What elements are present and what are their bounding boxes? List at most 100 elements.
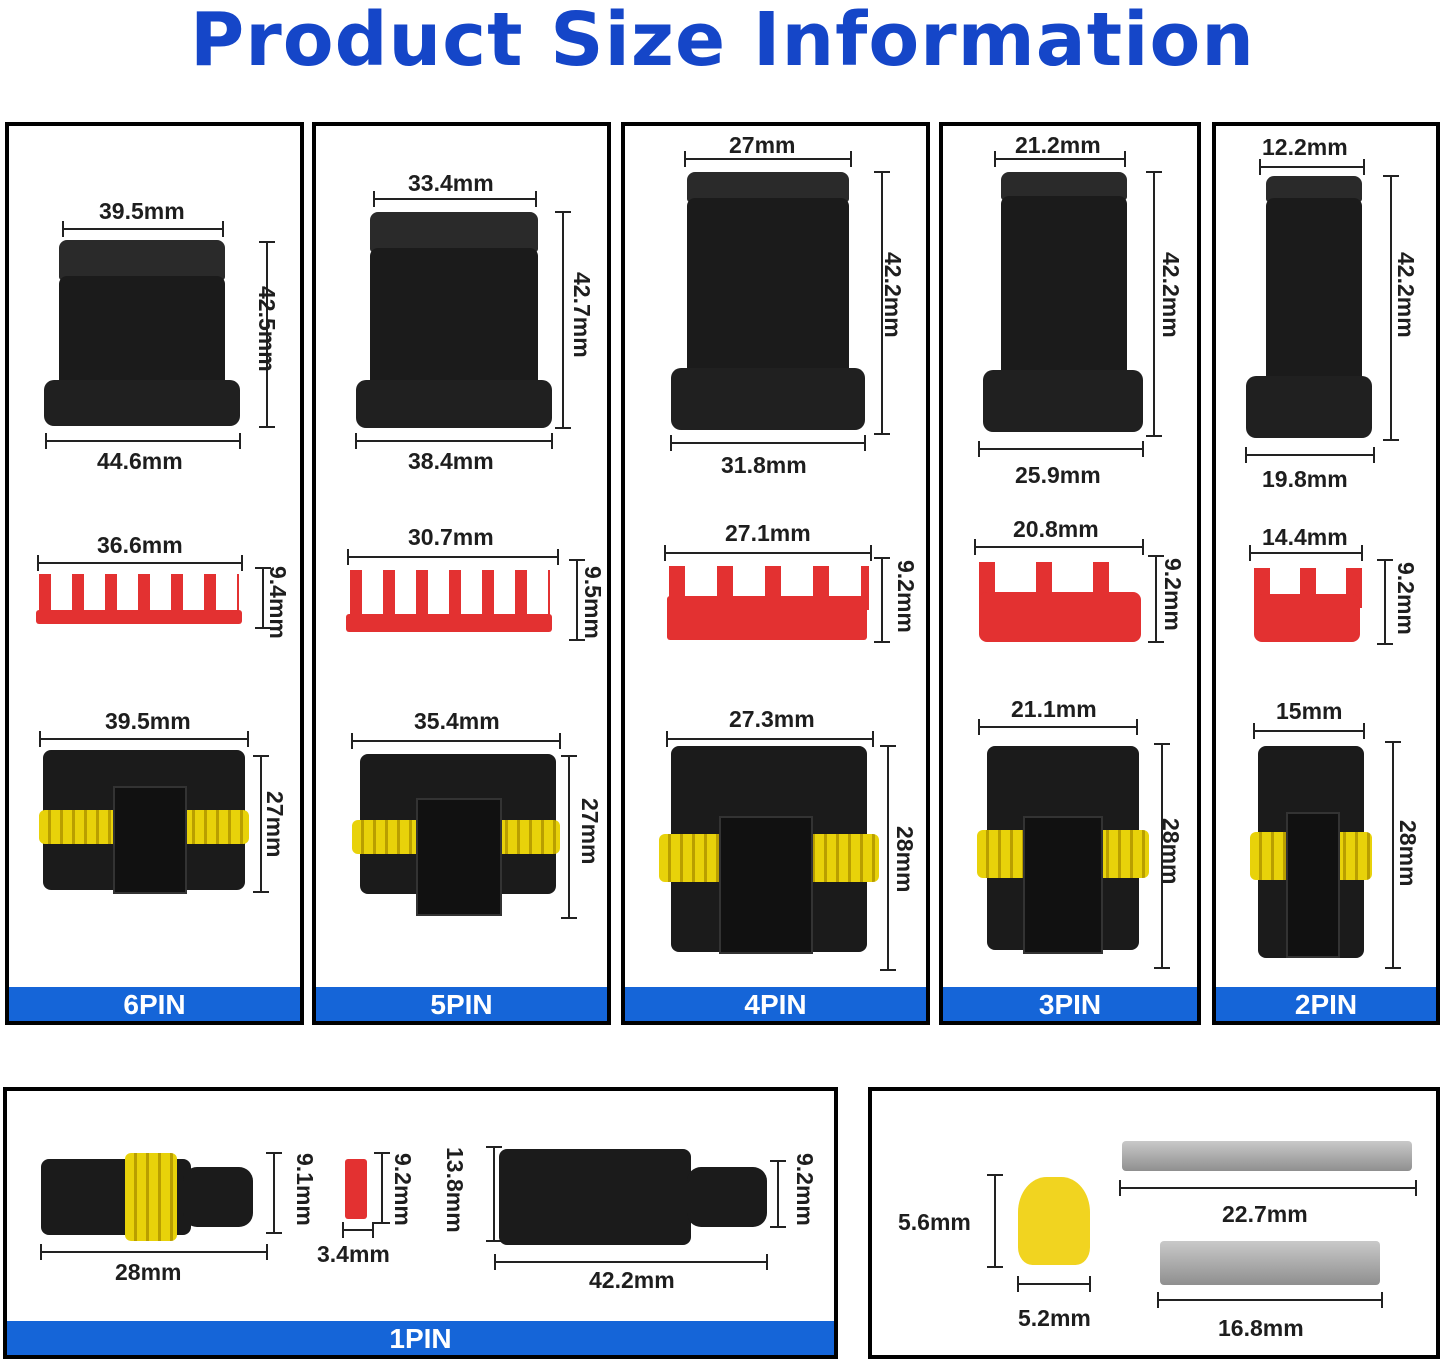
red-lock-base	[667, 596, 867, 640]
dim-seal-height: 5.6mm	[898, 1209, 971, 1235]
dim-line	[40, 1244, 268, 1260]
dim-male-width: 21.1mm	[1011, 696, 1097, 722]
dim-top-width: 27mm	[729, 132, 796, 158]
male-1pin-body	[499, 1149, 691, 1245]
dim-line	[670, 435, 866, 451]
dim-height: 42.2mm	[1393, 252, 1419, 338]
latch	[416, 798, 502, 916]
dim-line	[978, 719, 1138, 735]
red-lock-base	[346, 614, 552, 632]
dim-lock-height: 9.2mm	[390, 1153, 416, 1226]
dim-line	[974, 539, 1144, 555]
label-bar: 3PIN	[943, 987, 1197, 1021]
dim-line	[1148, 555, 1164, 643]
female-connector-body	[370, 248, 538, 388]
dim-line	[259, 241, 275, 428]
dim-line	[987, 1174, 1003, 1268]
dim-line	[1259, 159, 1365, 175]
panel-parts: 5.6mm 5.2mm 22.7mm 16.8mm	[868, 1087, 1440, 1359]
dim-line	[561, 755, 577, 919]
dim-line	[373, 191, 537, 207]
dim-line	[1154, 743, 1170, 969]
dim-b-height-1: 13.8mm	[442, 1147, 468, 1233]
female-connector-body	[59, 276, 225, 388]
dim-male-width: 15mm	[1276, 698, 1343, 724]
dim-line	[255, 567, 271, 629]
dim-lock-width: 14.4mm	[1262, 524, 1348, 550]
panel-3pin: 21.2mm 42.2mm 25.9mm 20.8mm 9.2mm 21.1mm…	[939, 122, 1201, 1025]
red-lock-comb	[39, 574, 239, 614]
connector-cap	[59, 240, 225, 280]
dim-b-height-2: 9.2mm	[792, 1153, 818, 1226]
yellow-seal-ring	[1018, 1177, 1090, 1265]
dim-line	[494, 1254, 768, 1270]
dim-line	[37, 555, 243, 571]
dim-line	[39, 731, 249, 747]
dim-line	[684, 151, 852, 167]
latch	[113, 786, 187, 894]
dim-lock-width: 20.8mm	[1013, 516, 1099, 542]
connector-base	[983, 370, 1143, 432]
latch	[1023, 816, 1103, 954]
red-lock-comb	[350, 570, 550, 618]
dim-line	[555, 211, 571, 429]
connector-base	[1246, 376, 1372, 438]
dim-line	[874, 171, 890, 435]
dim-top-width: 39.5mm	[99, 198, 185, 224]
page-title: Product Size Information	[190, 0, 1255, 83]
red-lock-base	[979, 592, 1141, 642]
dim-male-width: 27.3mm	[729, 706, 815, 732]
dim-male-height: 27mm	[262, 791, 288, 858]
dim-height: 42.7mm	[569, 272, 595, 358]
dim-a-width: 28mm	[115, 1259, 182, 1285]
yellow-seal	[125, 1153, 177, 1241]
red-lock-1pin	[345, 1159, 367, 1219]
dim-top-width: 12.2mm	[1262, 134, 1348, 160]
dim-line	[351, 733, 561, 749]
dim-a-height: 9.1mm	[292, 1153, 318, 1226]
dim-height: 42.2mm	[880, 252, 906, 338]
dim-male-height: 28mm	[1158, 818, 1184, 885]
dim-male-height: 28mm	[1395, 820, 1421, 887]
connector-base	[671, 368, 865, 430]
panel-4pin: 27mm 42.2mm 31.8mm 27.1mm 9.2mm 27.3mm 2…	[621, 122, 930, 1025]
dim-lock-height: 9.2mm	[1160, 558, 1186, 631]
dim-lock-height: 9.2mm	[1393, 562, 1419, 635]
female-1pin-tail	[183, 1167, 253, 1227]
dim-lock-width: 36.6mm	[97, 532, 183, 558]
dim-line	[253, 755, 269, 893]
panel-1pin: 9.1mm 28mm 9.2mm 3.4mm 13.8mm 9.2mm 42.2…	[3, 1087, 838, 1359]
dim-b-width: 42.2mm	[589, 1267, 675, 1293]
dim-seal-width: 5.2mm	[1018, 1305, 1091, 1331]
dim-lock-width: 30.7mm	[408, 524, 494, 550]
dim-line	[1119, 1180, 1417, 1196]
dim-lock-width: 3.4mm	[317, 1241, 390, 1267]
dim-bottom-width: 25.9mm	[1015, 462, 1101, 488]
panel-2pin: 12.2mm 42.2mm 19.8mm 14.4mm 9.2mm 15mm 2…	[1212, 122, 1440, 1025]
dim-line	[1385, 741, 1401, 969]
dim-line	[1146, 171, 1162, 437]
dim-line	[569, 559, 585, 641]
dim-line	[1249, 545, 1363, 561]
dim-line	[1253, 723, 1365, 739]
label-bar: 1PIN	[7, 1321, 834, 1355]
dim-top-width: 33.4mm	[408, 170, 494, 196]
dim-line	[1245, 447, 1375, 463]
dim-male-width: 39.5mm	[105, 708, 191, 734]
dim-line	[1383, 175, 1399, 441]
dim-bottom-width: 44.6mm	[97, 448, 183, 474]
dim-lock-height: 9.4mm	[265, 566, 291, 639]
connector-cap	[687, 172, 849, 202]
female-pin	[1160, 1241, 1380, 1285]
dim-bottom-width: 31.8mm	[721, 452, 807, 478]
red-lock-base	[36, 610, 242, 624]
connector-base	[356, 380, 552, 428]
connector-cap	[370, 212, 538, 252]
dim-line	[486, 1146, 502, 1242]
dim-female-pin: 16.8mm	[1218, 1315, 1304, 1341]
red-lock-base	[1254, 594, 1360, 642]
connector-cap	[1266, 176, 1362, 202]
male-pin	[1122, 1141, 1412, 1171]
dim-line	[347, 549, 559, 565]
male-1pin-tail	[687, 1167, 767, 1227]
